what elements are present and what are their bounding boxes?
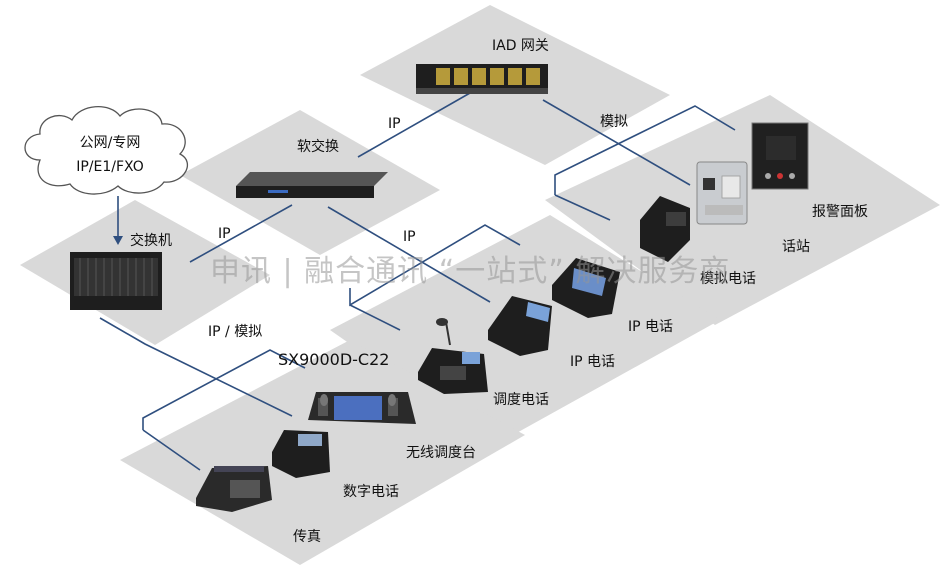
watermark-text: 申讯 | 融合通讯 “一站式” 解决服务商	[210, 254, 731, 289]
link-label-iad-softswitch: IP	[388, 116, 401, 132]
intercom-station-device	[696, 161, 748, 225]
link-label-iad-analog: 模拟	[600, 114, 628, 130]
link-iad-analog	[542, 99, 691, 186]
cloud-label-line1: 公网/专网	[79, 135, 141, 151]
cloud-label-line2: IP/E1/FXO	[76, 159, 144, 175]
link-ip-bracket	[349, 224, 521, 331]
dispatch-phone-device	[418, 318, 488, 394]
softswitch-device	[236, 172, 388, 198]
switch-label: 交换机	[130, 233, 172, 249]
switch-device	[70, 252, 162, 310]
digital-phone-label: 数字电话	[343, 484, 399, 500]
intercom-station-label: 话站	[782, 239, 810, 255]
iad-gateway-device	[416, 64, 548, 94]
link-console-bracket	[142, 349, 306, 471]
analog-phone-label: 模拟电话	[700, 271, 756, 287]
fax-label: 传真	[293, 529, 321, 545]
dispatch-phone-label: 调度电话	[493, 392, 549, 408]
ip-phone-2-label: IP 电话	[570, 354, 616, 370]
link-label-soft-switch: IP	[218, 226, 231, 242]
link-soft-ip	[327, 206, 491, 303]
iad-gateway-label: IAD 网关	[492, 38, 549, 54]
link-soft-switch	[189, 204, 293, 263]
link-iad-softswitch	[357, 92, 471, 158]
link-switch-console	[99, 317, 293, 417]
analog-phone-device	[640, 196, 690, 262]
link-analog-bracket	[554, 105, 736, 221]
console-model-label: SX9000D-C22	[278, 350, 390, 369]
alarm-panel-device	[751, 122, 809, 190]
alarm-panel-label: 报警面板	[812, 204, 868, 220]
digital-phone-device	[272, 430, 330, 478]
link-label-soft-ip: IP	[403, 229, 416, 245]
ip-phone-1-device	[552, 258, 620, 318]
softswitch-label: 软交换	[297, 139, 339, 155]
ip-phone-1-label: IP 电话	[628, 319, 674, 335]
fax-device	[196, 466, 272, 512]
link-label-switch-digital: IP / 模拟	[208, 324, 263, 340]
wireless-console-label: 无线调度台	[406, 445, 476, 461]
ip-phone-2-device	[488, 296, 552, 356]
dispatch-console-device	[308, 392, 416, 424]
cloud-shape	[24, 105, 188, 195]
connection-lines	[99, 92, 736, 471]
arrow-head	[113, 236, 123, 245]
